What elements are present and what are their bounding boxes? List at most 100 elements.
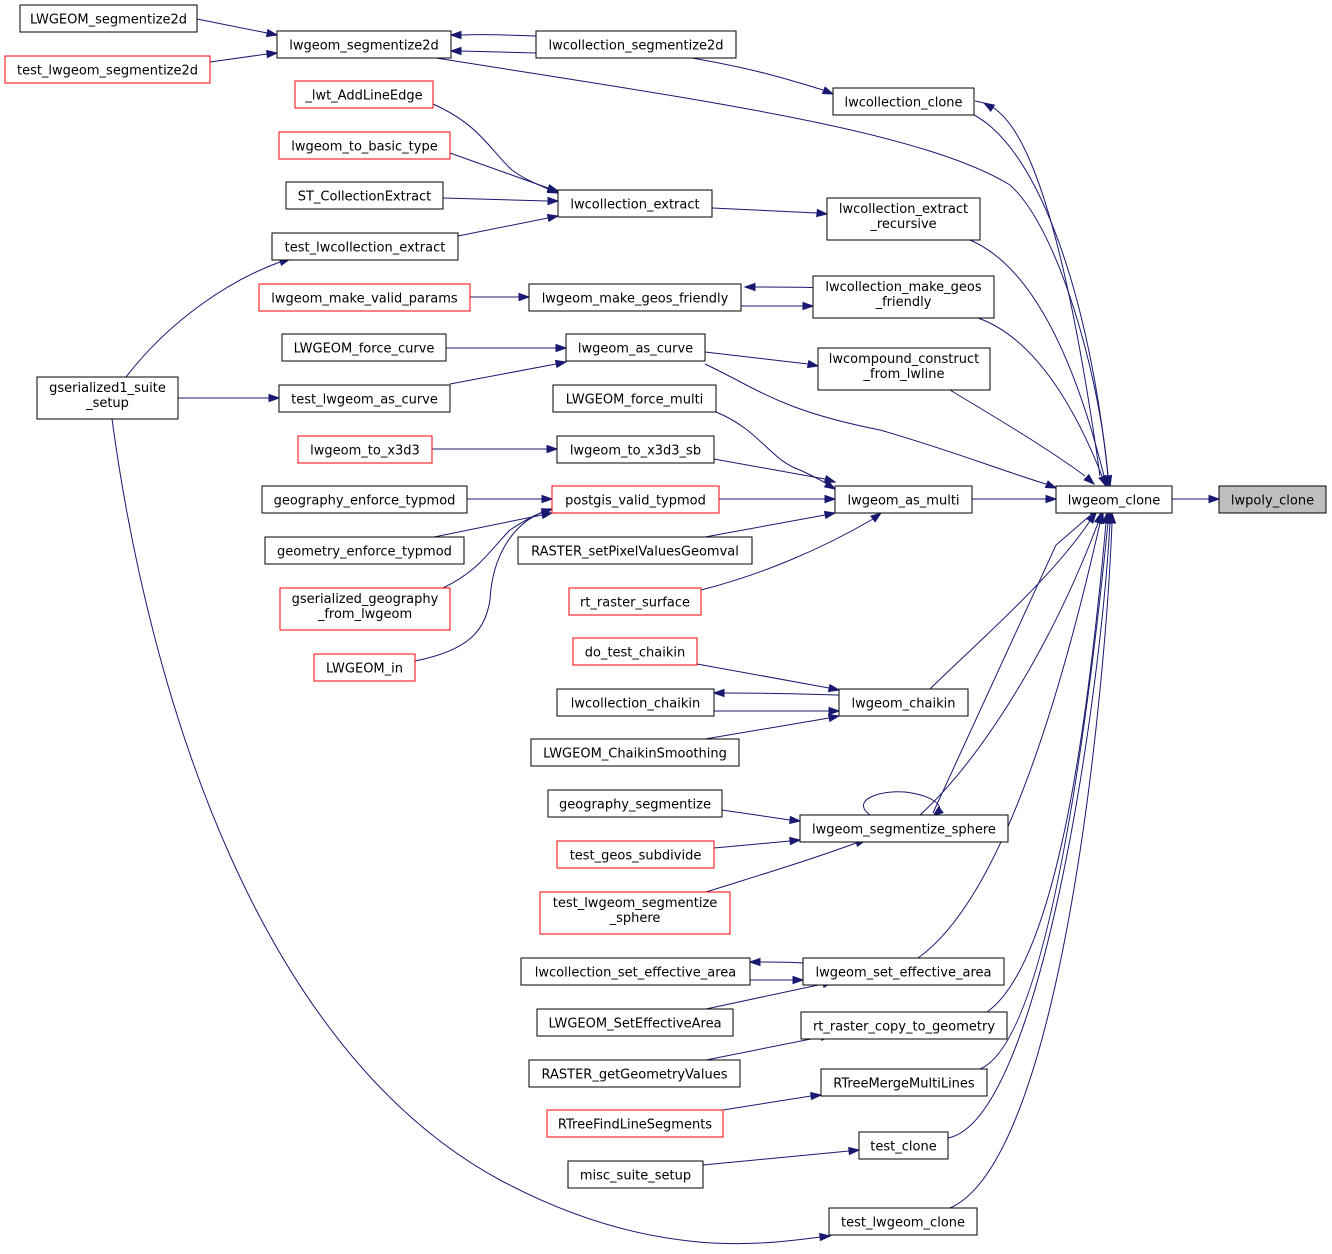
node-lwcollection-extract-recursive[interactable]: lwcollection_extract_recursive <box>826 197 981 241</box>
edge-line <box>715 411 831 487</box>
node-test-geos-subdivide[interactable]: test_geos_subdivide <box>556 840 715 869</box>
node-box <box>279 587 451 631</box>
node-label: geography_enforce_typmod <box>274 494 456 509</box>
node-label: LWGEOM_SetEffectiveArea <box>548 1017 721 1032</box>
node-lwgeom-make-valid-params[interactable]: lwgeom_make_valid_params <box>258 283 471 312</box>
edge-line <box>721 809 791 821</box>
node-lwgeom-as-multi[interactable]: lwgeom_as_multi <box>834 485 973 514</box>
call-edge <box>470 292 531 302</box>
edge-line <box>209 53 268 63</box>
arrow-head-icon <box>870 512 883 523</box>
node-lwt-addlineedge[interactable]: _lwt_AddLineEdge <box>294 80 434 109</box>
edge-line <box>704 717 830 740</box>
node-label: lwcollection_segmentize2d <box>548 39 723 54</box>
node-lwgeom-clone[interactable]: lwgeom_clone <box>1055 485 1173 514</box>
node-label: gserialized1_suite <box>49 381 166 396</box>
node-label: test_lwcollection_extract <box>285 241 446 256</box>
node-lwgeom-force-curve[interactable]: LWGEOM_force_curve <box>281 333 447 362</box>
node-box <box>4 55 211 84</box>
node-label: lwcollection_set_effective_area <box>535 966 736 981</box>
node-lwgeom-seteffectivearea[interactable]: LWGEOM_SetEffectiveArea <box>536 1008 734 1037</box>
node-lwcollection-segmentize2d[interactable]: lwcollection_segmentize2d <box>535 30 737 59</box>
arrow-head-icon <box>518 292 531 302</box>
edge-line <box>691 57 824 91</box>
call-edge <box>932 507 1101 814</box>
arrow-head-icon <box>1095 511 1105 525</box>
node-rtreefindlinesegments[interactable]: RTreeFindLineSegments <box>546 1109 724 1138</box>
arrow-head-icon <box>792 975 805 985</box>
call-edge <box>704 713 841 740</box>
node-lwcollection-clone[interactable]: lwcollection_clone <box>832 87 975 116</box>
node-lwcollection-chaikin[interactable]: lwcollection_chaikin <box>556 688 715 717</box>
edge-line <box>460 50 537 54</box>
node-label: do_test_chaikin <box>585 646 686 661</box>
node-label: lwgeom_segmentize2d <box>289 39 439 54</box>
node-lwgeom-make-geos-friendly[interactable]: lwgeom_make_geos_friendly <box>528 283 742 312</box>
node-lwgeom-segmentize2d[interactable]: LWGEOM_segmentize2d <box>19 4 198 33</box>
call-edge <box>196 18 279 38</box>
nodes: lwpoly_clonelwgeom_cloneLWGEOM_segmentiz… <box>4 4 1327 1236</box>
node-box <box>285 181 444 210</box>
arrow-head-icon <box>546 444 559 454</box>
node-rtreemergemultilines[interactable]: RTreeMergeMultiLines <box>820 1068 988 1097</box>
node-geometry-enforce-typmod[interactable]: geometry_enforce_typmod <box>264 536 465 565</box>
node-label: _recursive <box>869 217 936 232</box>
edge-line <box>949 389 1086 477</box>
node-lwgeom-set-effective-area[interactable]: lwgeom_set_effective_area <box>802 957 1005 986</box>
node-lwgeom-as-curve[interactable]: lwgeom_as_curve <box>565 333 706 362</box>
arrow-head-icon <box>712 688 725 698</box>
call-edge <box>449 152 560 193</box>
node-do-test-chaikin[interactable]: do_test_chaikin <box>572 637 698 666</box>
node-box <box>520 957 751 986</box>
node-misc-suite-setup[interactable]: misc_suite_setup <box>567 1160 704 1189</box>
arrow-head-icon <box>748 957 761 967</box>
call-edge <box>446 343 568 353</box>
node-postgis-valid-typmod[interactable]: postgis_valid_typmod <box>551 485 720 514</box>
node-lwcollection-set-effective-area[interactable]: lwcollection_set_effective_area <box>520 957 751 986</box>
arrow-head-icon <box>816 208 829 218</box>
edge-line <box>449 363 557 385</box>
node-label: misc_suite_setup <box>580 1169 691 1184</box>
call-edge <box>696 663 841 693</box>
node-box <box>517 536 753 565</box>
call-edge <box>721 809 802 825</box>
node-lwgeom-segmentize2d[interactable]: lwgeom_segmentize2d <box>276 30 452 59</box>
node-lwgeom-to-x3d3[interactable]: lwgeom_to_x3d3 <box>297 435 433 464</box>
node-st-collectionextract[interactable]: ST_CollectionExtract <box>285 181 444 210</box>
node-test-clone[interactable]: test_clone <box>858 1131 949 1160</box>
arrow-head-icon <box>743 282 756 292</box>
node-lwcollection-make-geos-friendly[interactable]: lwcollection_make_geos_friendly <box>812 275 995 319</box>
node-lwgeom-segmentize-sphere[interactable]: lwgeom_segmentize_sphere <box>799 814 1009 843</box>
call-edge <box>702 1146 861 1166</box>
node-lwcollection-extract[interactable]: lwcollection_extract <box>557 189 713 218</box>
node-raster-getgeometryvalues[interactable]: RASTER_getGeometryValues <box>528 1059 741 1088</box>
call-edge <box>714 706 841 716</box>
call-edge <box>457 213 560 237</box>
node-test-lwcollection-extract[interactable]: test_lwcollection_extract <box>271 232 459 261</box>
node-lwgeom-to-basic-type[interactable]: lwgeom_to_basic_type <box>278 131 451 160</box>
node-lwgeom-in[interactable]: LWGEOM_in <box>313 653 416 682</box>
node-geography-segmentize[interactable]: geography_segmentize <box>547 789 723 818</box>
arrow-head-icon <box>449 30 462 40</box>
call-edge <box>712 688 840 698</box>
node-label: lwcompound_construct <box>829 352 979 367</box>
node-lwgeom-chaikin[interactable]: lwgeom_chaikin <box>838 688 969 717</box>
node-label: lwcollection_extract <box>839 202 968 217</box>
node-lwgeom-to-x3d3-sb[interactable]: lwgeom_to_x3d3_sb <box>556 435 715 464</box>
node-raster-setpixelvaluesgeomval[interactable]: RASTER_setPixelValuesGeomval <box>517 536 753 565</box>
node-geography-enforce-typmod[interactable]: geography_enforce_typmod <box>261 485 468 514</box>
edge-line <box>973 114 1109 477</box>
node-test-lwgeom-segmentize-sphere[interactable]: test_lwgeom_segmentize_sphere <box>539 891 731 935</box>
node-gserialized1-suite-setup[interactable]: gserialized1_suite_setup <box>36 376 179 420</box>
node-lwcompound-construct-from-lwline[interactable]: lwcompound_construct_from_lwline <box>817 347 991 391</box>
node-test-lwgeom-clone[interactable]: test_lwgeom_clone <box>828 1207 978 1236</box>
node-test-lwgeom-segmentize2d[interactable]: test_lwgeom_segmentize2d <box>4 55 211 84</box>
node-rt-raster-copy-to-geometry[interactable]: rt_raster_copy_to_geometry <box>800 1011 1008 1040</box>
edge-line <box>863 791 941 816</box>
node-lwgeom-chaikinsmoothing[interactable]: LWGEOM_ChaikinSmoothing <box>530 738 740 767</box>
node-test-lwgeom-as-curve[interactable]: test_lwgeom_as_curve <box>278 384 451 413</box>
node-rt-raster-surface[interactable]: rt_raster_surface <box>568 587 702 616</box>
node-gserialized-geography-from-lwgeom[interactable]: gserialized_geography_from_lwgeom <box>279 587 451 631</box>
node-label: lwgeom_clone <box>1068 494 1161 509</box>
node-lwgeom-force-multi[interactable]: LWGEOM_force_multi <box>552 384 717 413</box>
